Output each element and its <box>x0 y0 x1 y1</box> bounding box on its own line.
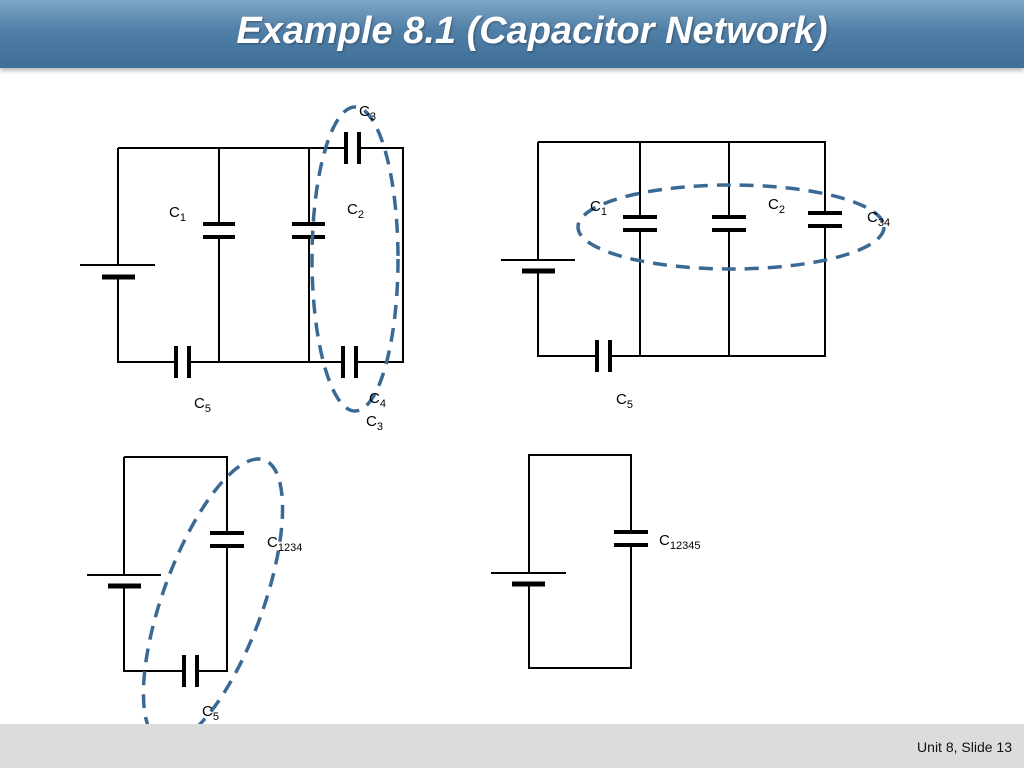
label-c1234: C1234 <box>267 534 302 554</box>
c3-left-wire <box>123 457 184 672</box>
c1-capacitor-c4 <box>341 346 358 378</box>
c1-bottom-wire-left <box>117 276 176 363</box>
c2-capacitor-c2 <box>712 215 746 232</box>
label-c5: C5 <box>202 703 219 723</box>
label-c12345: C12345 <box>659 532 700 552</box>
c2-outer-wire <box>538 141 826 357</box>
c3-right-wire <box>124 456 228 672</box>
c1-capacitor-c3 <box>344 132 361 164</box>
footer-bar: Unit 8, Slide 13 <box>0 724 1024 768</box>
c4-loop-wire <box>528 454 632 669</box>
label-c4: C4 <box>369 390 386 410</box>
label-c2: C2 <box>347 201 364 221</box>
circuit-2: C1 C2 C34 C5 <box>501 141 890 411</box>
c2-capacitor-c34 <box>808 211 842 228</box>
c1-capacitor-c5 <box>174 346 191 378</box>
slide-title: Example 8.1 (Capacitor Network) <box>236 10 828 52</box>
c2-dashed-oval-c1-c2-c34 <box>576 183 886 271</box>
c2-left-wire <box>537 142 597 357</box>
c1-dashed-oval-c3-c4 <box>310 105 400 413</box>
c3-capacitor-c5 <box>182 655 199 687</box>
circuit-3: C1234 C5 <box>87 456 302 745</box>
label-c3-bottom: C3 <box>366 413 383 433</box>
circuit-1: C1 C2 C3 C4 C3 C5 <box>80 103 404 433</box>
c1-right-wire <box>357 147 404 363</box>
c2-capacitor-c5 <box>595 340 612 372</box>
label-c5: C5 <box>194 395 211 415</box>
label-c1: C1 <box>169 204 186 224</box>
label-c2: C2 <box>768 196 785 216</box>
label-c3-top: C3 <box>359 103 376 123</box>
circuit-4: C12345 <box>491 454 700 669</box>
c4-capacitor-c12345 <box>614 530 648 547</box>
slide-number: Unit 8, Slide 13 <box>917 739 1012 755</box>
label-c1: C1 <box>590 198 607 218</box>
c3-capacitor-c1234 <box>210 531 244 548</box>
label-c34: C34 <box>867 209 890 229</box>
c1-capacitor-c2 <box>292 222 325 239</box>
label-c5: C5 <box>616 391 633 411</box>
c1-capacitor-c1 <box>203 222 235 239</box>
title-bar: Example 8.1 (Capacitor Network) <box>0 0 1024 68</box>
c2-capacitor-c1 <box>623 215 657 232</box>
